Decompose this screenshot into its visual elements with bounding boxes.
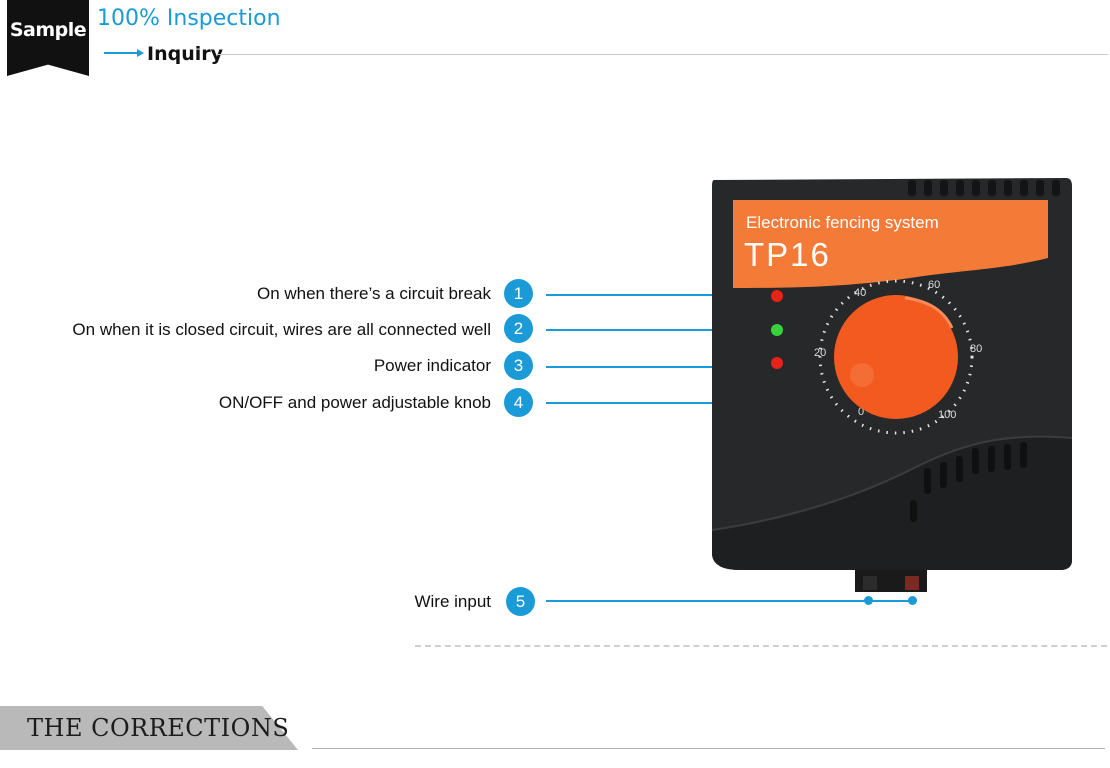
scale-label-60: 60 <box>928 279 940 291</box>
dial-tick-ring <box>818 279 974 435</box>
side-vents <box>910 442 1027 522</box>
leader-line <box>546 366 764 368</box>
feature-number-badge: 2 <box>504 314 533 343</box>
wire-terminal-black <box>863 576 877 590</box>
scale-label-0: 0 <box>858 406 864 418</box>
device-lower-casing <box>712 436 1072 570</box>
leader-line <box>546 294 764 296</box>
knob-highlight <box>904 296 954 329</box>
scale-label-20: 20 <box>814 347 826 359</box>
corrections-tab <box>0 706 298 750</box>
feature-label-knob: ON/OFF and power adjustable knob <box>218 393 491 412</box>
orange-label-panel <box>733 200 1048 288</box>
footer-divider <box>312 748 1105 749</box>
page-title: 100% Inspection <box>97 6 281 31</box>
wire-terminal-red <box>905 576 919 590</box>
device-model: TP16 <box>744 236 831 273</box>
scale-label-80: 80 <box>970 343 982 355</box>
feature-number-badge: 5 <box>506 587 535 616</box>
section-divider <box>415 645 1107 647</box>
scale-label-40: 40 <box>854 287 866 299</box>
device-title: Electronic fencing system <box>746 213 939 232</box>
feature-number-badge: 4 <box>504 388 533 417</box>
feature-label-circuit-break: On when there’s a circuit break <box>256 284 491 303</box>
feature-label-closed-circuit: On when it is closed circuit, wires are … <box>72 320 491 339</box>
knob-grip <box>850 363 874 387</box>
led-power <box>771 357 783 369</box>
leader-line <box>546 600 912 602</box>
inquiry-link[interactable]: Inquiry <box>147 43 223 65</box>
feature-number-badge: 1 <box>504 279 533 308</box>
fence-energizer-device: Electronic fencing system TP16 0 20 40 6… <box>711 178 1073 592</box>
sample-badge: Sample <box>7 0 89 76</box>
led-closed-circuit <box>771 324 783 336</box>
arrow-right-icon <box>104 49 144 57</box>
leader-end-dot <box>908 596 917 605</box>
sample-badge-label: Sample <box>9 19 87 41</box>
section-title: THE CORRECTIONS <box>27 714 290 742</box>
leader-end-dot <box>864 596 873 605</box>
scale-label-100: 100 <box>938 409 956 421</box>
leader-line <box>546 329 764 331</box>
led-circuit-break <box>771 290 783 302</box>
feature-number-badge: 3 <box>504 351 533 380</box>
feature-label-wire-input: Wire input <box>414 592 491 611</box>
feature-label-power-indicator: Power indicator <box>373 356 491 375</box>
top-vents <box>908 180 1060 196</box>
power-knob[interactable] <box>834 295 958 419</box>
device-casing-edge <box>711 435 1073 531</box>
header-divider <box>218 54 1108 55</box>
